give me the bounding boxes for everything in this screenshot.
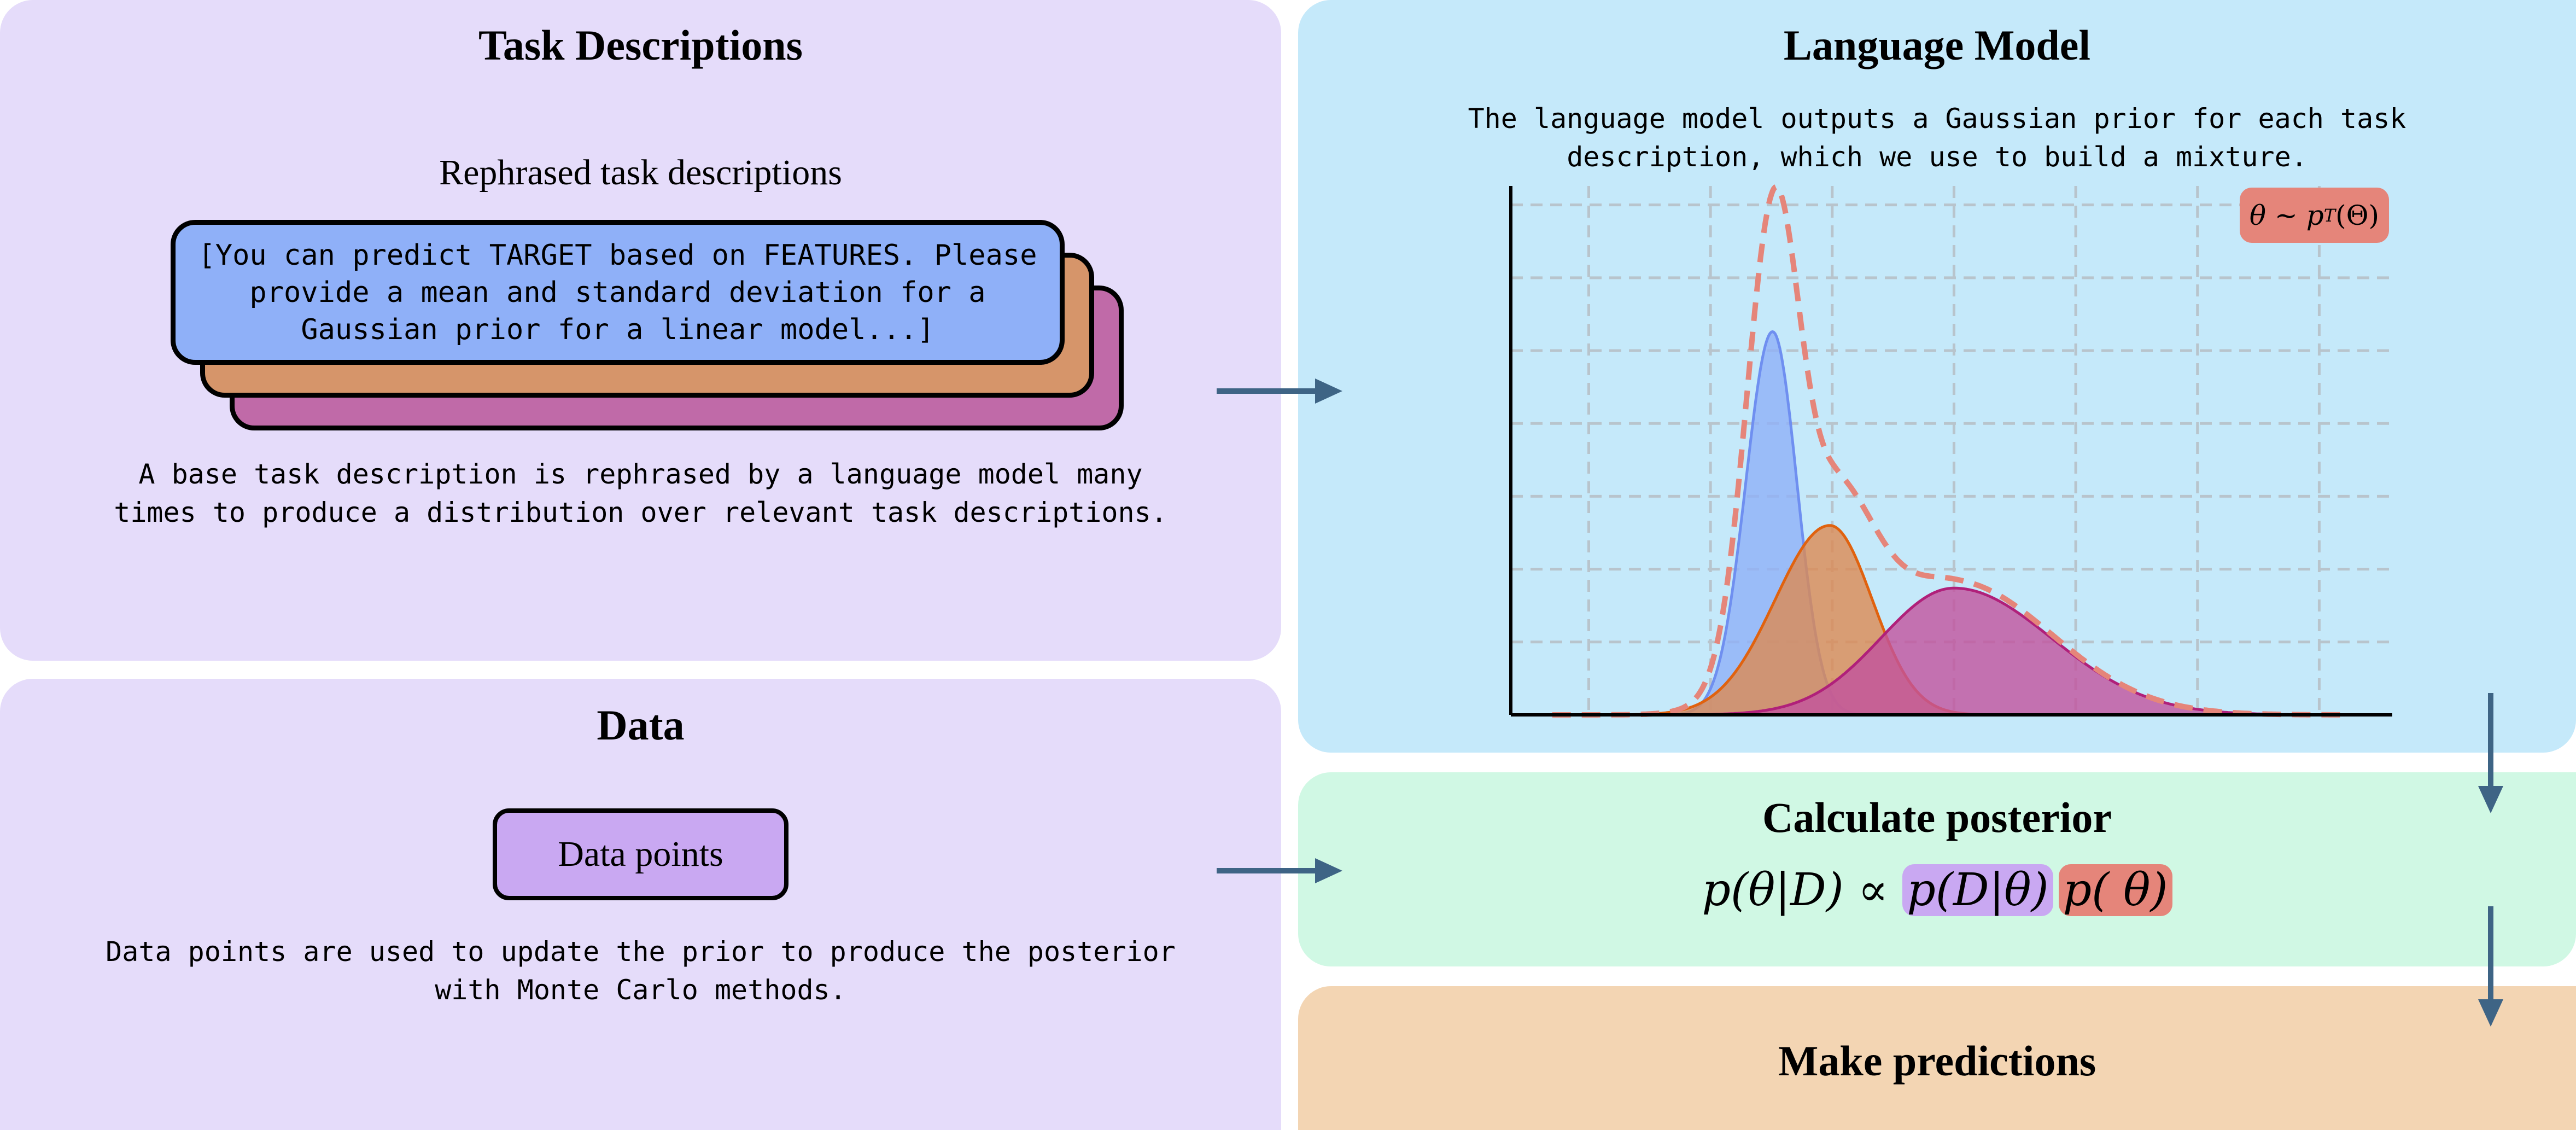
task-caption: A base task description is rephrased by … xyxy=(0,455,1281,532)
task-descriptions-panel: Task Descriptions Rephrased task descrip… xyxy=(0,0,1281,661)
predictions-panel: Make predictions xyxy=(1298,986,2576,1130)
data-caption: Data points are used to update the prior… xyxy=(0,933,1281,1009)
posterior-panel: Calculate posterior p(θ|D) ∝ p(D|θ)p( θ) xyxy=(1298,772,2576,966)
prompt-card: [You can predict TARGET based on FEATURE… xyxy=(171,220,1065,365)
prompt-line: Gaussian prior for a linear model...] xyxy=(301,313,934,346)
data-title: Data xyxy=(597,701,685,749)
data-panel: Data Data points Data points are used to… xyxy=(0,679,1281,1130)
arrow-icon xyxy=(2478,906,2503,1027)
prompt-line: [You can predict TARGET based on FEATURE… xyxy=(198,239,1037,272)
arrow-icon xyxy=(1217,378,1342,404)
caption-line: times to produce a distribution over rel… xyxy=(114,497,1167,528)
caption-line: Data points are used to update the prior… xyxy=(106,936,1176,968)
arrow-icon xyxy=(2478,693,2503,813)
prior-term: p( θ) xyxy=(2058,864,2172,916)
posterior-title: Calculate posterior xyxy=(1762,794,2112,841)
data-points-box: Data points xyxy=(493,808,788,900)
caption-line: with Monte Carlo methods. xyxy=(435,974,846,1006)
prompt-line: provide a mean and standard deviation fo… xyxy=(249,276,986,309)
posterior-formula: p(θ|D) ∝ p(D|θ)p( θ) xyxy=(1298,864,2576,916)
task-descriptions-title: Task Descriptions xyxy=(478,21,803,69)
language-model-title: Language Model xyxy=(1783,21,2091,69)
lm-caption: The language model outputs a Gaussian pr… xyxy=(1298,100,2576,176)
caption-line: The language model outputs a Gaussian pr… xyxy=(1468,103,2406,135)
data-points-label: Data points xyxy=(558,834,723,874)
arrow-icon xyxy=(1217,858,1342,883)
density-prior-magenta xyxy=(1552,586,2346,717)
mixture-curve xyxy=(1552,184,2344,718)
caption-line: description, which we use to build a mix… xyxy=(1567,141,2308,173)
legend-tail: (Θ) xyxy=(2335,199,2380,231)
posterior-lhs: p(θ|D) ∝ xyxy=(1702,864,1889,916)
legend-text: θ ~ p xyxy=(2249,199,2324,231)
rephrased-subtitle: Rephrased task descriptions xyxy=(439,153,842,193)
predictions-title: Make predictions xyxy=(1778,1037,2096,1085)
legend-sub: T xyxy=(2323,205,2336,226)
likelihood-term: p(D|θ) xyxy=(1902,864,2053,916)
caption-line: A base task description is rephrased by … xyxy=(138,458,1143,490)
